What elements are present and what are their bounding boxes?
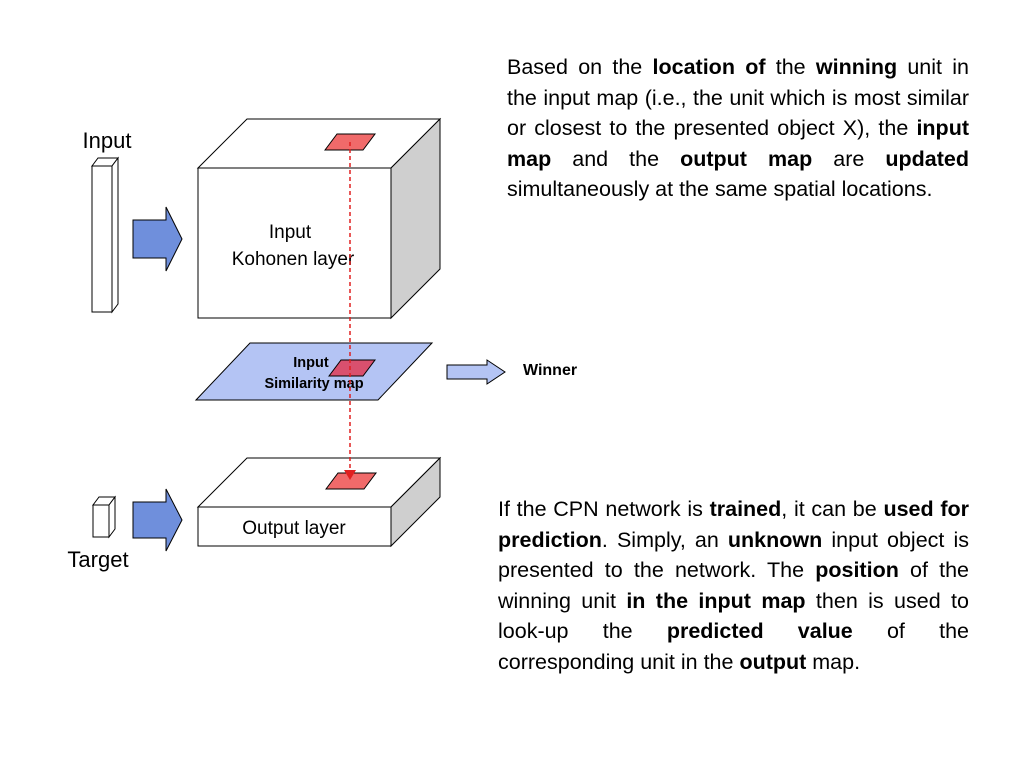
output-layer-box [196, 456, 442, 548]
target-label: Target [67, 547, 128, 572]
winner-label: Winner [523, 362, 577, 379]
winning-unit-output [325, 472, 377, 490]
projection-arrowhead [344, 470, 356, 480]
kohonen-label-line2: Kohonen layer [232, 249, 355, 270]
input-arrow [132, 206, 183, 272]
target-arrow [132, 488, 183, 552]
prediction-paragraph: If the CPN network is trained, it can be… [498, 497, 970, 674]
input-label: Input [83, 128, 132, 153]
update-rule-paragraph: Based on the location of the winning uni… [507, 55, 969, 202]
target-vector [92, 495, 116, 539]
winner-arrow [446, 359, 506, 385]
kohonen-layer-cube [196, 117, 442, 320]
similarity-label-line1: Input [293, 355, 329, 371]
kohonen-label-line1: Input [269, 222, 312, 243]
input-vector [91, 156, 119, 314]
output-layer-label: Output layer [242, 518, 346, 539]
winning-unit-similarity [328, 359, 376, 377]
similarity-label-line2: Similarity map [264, 376, 363, 392]
similarity-map [194, 342, 434, 401]
